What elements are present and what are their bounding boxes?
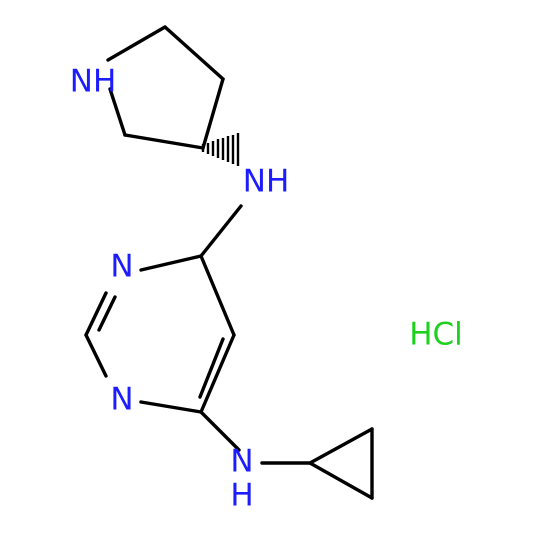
bond-n3ring-c4ring (139, 400, 203, 414)
pyrimidine-nitrogen-upper-label: N (110, 249, 133, 285)
double-bond-c4ring-c5ring (198, 337, 225, 399)
bond-c4ring-c5ring (199, 333, 236, 414)
cyclopropylamine-nitrogen-label: N (230, 444, 253, 480)
bond-c3-c4 (201, 77, 225, 150)
double-bond-c2ring-n1ring (97, 295, 117, 332)
hashed-wedge-bond (201, 133, 240, 166)
pyrimidine-nitrogen-lower-label: N (110, 382, 133, 418)
hydrochloride-salt-label: HCl (409, 317, 463, 353)
bond-c5ring-c6 (199, 254, 236, 337)
bond-c4ring-nh (199, 410, 241, 452)
bond-cp-c1-c2 (308, 427, 374, 465)
bond-n1ring-c2ring (84, 291, 108, 337)
bond-c4-c5 (123, 133, 205, 150)
secondary-amine-nitrogen-label: NH (243, 164, 290, 200)
bond-nh-c6 (199, 204, 243, 258)
bond-c5-n1 (108, 87, 127, 137)
pyrrolidine-nitrogen-label: NH (70, 64, 117, 100)
bond-c6-n1ring (139, 254, 203, 272)
bond-n1-c2 (106, 25, 167, 62)
bond-c2ring-n3ring (84, 333, 108, 378)
bond-c2-c3 (163, 25, 225, 81)
bond-cp-c3-c1 (308, 461, 374, 500)
cyclopropylamine-hydrogen-label: H (230, 478, 253, 514)
